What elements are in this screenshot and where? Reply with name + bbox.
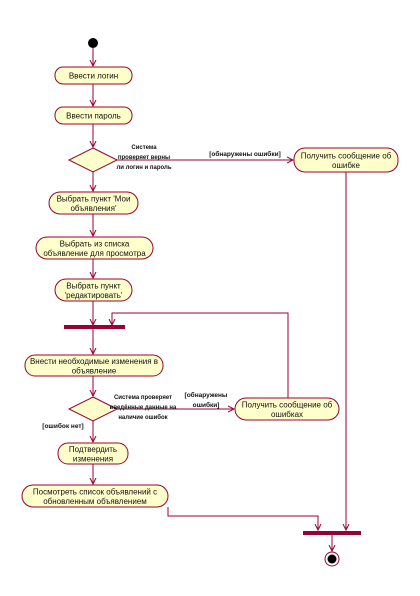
activity-confirm: Подтвердить изменения	[57, 442, 129, 465]
svg-text:Система: Система	[131, 145, 157, 151]
decision-label-credentials: Система проверяет верны ли логин и парол…	[116, 145, 171, 171]
activity-label: объявление для просмотра	[43, 249, 146, 258]
activity-label: 'редактировать'	[65, 291, 123, 300]
activity-view-updated: Посмотреть список объявлений с обновленн…	[21, 484, 169, 508]
activity-label: Ввести логин	[69, 72, 118, 81]
svg-text:введённые данные на: введённые данные на	[110, 405, 177, 411]
activity-label: изменения	[73, 455, 113, 464]
svg-text:[обнаружены: [обнаружены	[185, 391, 228, 399]
flow-errors-back-to-bar	[112, 312, 289, 405]
activity-label: обновленным объявлением	[43, 497, 147, 506]
activity-label: Выбрать из списка	[60, 240, 130, 249]
svg-text:ошибки]: ошибки]	[193, 401, 220, 409]
decision-check-data	[67, 396, 119, 422]
fork-bar	[64, 325, 125, 329]
activity-label: Подтвердить	[69, 445, 117, 454]
activity-receive-error: Получить сообщение об ошибке	[293, 147, 399, 173]
svg-text:ли логин и пароль: ли логин и пароль	[116, 165, 171, 171]
activity-label: объявления'	[70, 204, 117, 213]
activity-label: ошибке	[332, 161, 361, 170]
activity-label: Выбрать пункт 'Мои	[57, 195, 131, 204]
activity-select-ad: Выбрать из списка объявление для просмот…	[35, 236, 154, 260]
final-node	[324, 551, 340, 567]
activity-label: Внести необходимые изменения в	[30, 357, 158, 366]
svg-text:наличие ошибок: наличие ошибок	[118, 414, 167, 421]
activity-label: Выбрать пункт	[66, 282, 121, 291]
flow-view-to-end	[167, 507, 318, 530]
activity-label: Ввести пароль	[66, 112, 121, 121]
connectors	[93, 48, 346, 551]
initial-node	[88, 38, 98, 48]
activity-make-changes: Внести необходимые изменения в объявлени…	[24, 354, 164, 377]
activity-label: Посмотреть список объявлений с	[33, 488, 157, 497]
decision-label-data: Система проверяет введённые данные на на…	[110, 395, 177, 421]
guard-errors-found-2: [обнаружены ошибки]	[185, 391, 228, 409]
activity-label: ошибках	[271, 410, 303, 419]
activity-label: Получить сообщение об	[301, 152, 392, 161]
guard-no-errors: [ошибок нет]	[42, 422, 83, 430]
activity-select-edit: Выбрать пункт 'редактировать'	[54, 278, 133, 302]
svg-text:Система проверяет: Система проверяет	[114, 395, 172, 401]
svg-text:проверяет верны: проверяет верны	[118, 155, 170, 161]
activity-enter-login: Ввести логин	[54, 66, 133, 85]
activity-select-my-ads: Выбрать пункт 'Мои объявления'	[48, 191, 139, 215]
activity-label: Получить сообщение об	[242, 401, 333, 410]
join-bar	[303, 531, 361, 535]
activity-label: объявление	[72, 367, 117, 376]
guard-errors-found-1: [обнаружены ошибки]	[209, 150, 281, 158]
activity-enter-password: Ввести пароль	[54, 106, 133, 125]
activity-receive-errors: Получить сообщение об ошибках	[234, 397, 340, 421]
decision-check-credentials	[67, 147, 119, 173]
